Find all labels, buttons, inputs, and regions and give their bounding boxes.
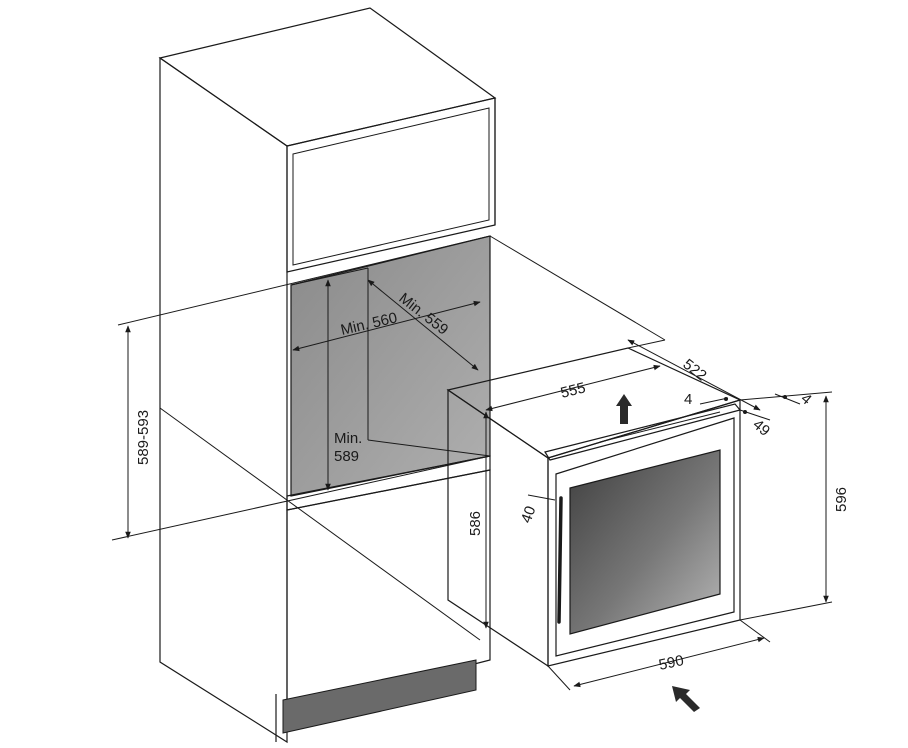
door-handle [557, 496, 563, 624]
door-glass [569, 449, 721, 635]
handle-offset-label: 40 [518, 504, 540, 525]
total-width-dim-line [573, 636, 765, 688]
total-height-label: 596 [833, 487, 850, 512]
niche-floor-edge [367, 439, 491, 457]
gap-right-label: 4 [797, 390, 814, 408]
wine-cooler-appliance [446, 347, 742, 668]
niche-opening [290, 235, 491, 497]
gap-left-label: 4 [684, 391, 692, 408]
depth-dim-line [627, 339, 761, 411]
control-strip [544, 403, 742, 461]
cabinet-top-face [158, 7, 497, 147]
niche-bottom-ref-line [111, 455, 491, 541]
handle-offset-dim-line [527, 494, 556, 501]
extension-line-top [489, 235, 666, 341]
floor-ref-line [159, 407, 481, 641]
niche-height-label: 589-593 [135, 410, 152, 465]
control-panel-line [599, 411, 721, 443]
arrow-up-icon [616, 394, 632, 424]
min-depth-dim-line [367, 279, 479, 371]
min-height-label-line1: Min. [334, 430, 362, 447]
cabinet-side-panel [159, 56, 288, 744]
lower-door-panel [286, 469, 491, 713]
total-width-label: 590 [657, 652, 685, 674]
width-ext-left [547, 665, 571, 691]
niche-dimension-lines [111, 235, 666, 641]
height-top-ref-line [739, 391, 833, 401]
upper-door-panel [286, 97, 496, 273]
niche-top-edge [290, 267, 369, 286]
width-ext-right [739, 619, 771, 643]
body-height-label: 586 [467, 511, 484, 536]
depth-ext-line [627, 339, 666, 349]
gap-right-dim-line [774, 393, 801, 405]
upper-door-inner [292, 107, 490, 266]
plinth [282, 659, 477, 734]
arrow-diagonal-icon [672, 686, 700, 712]
height-bottom-ref-line [739, 601, 833, 621]
niche-top-ref-line [117, 235, 491, 326]
appliance-dimension-lines [483, 339, 833, 691]
min-height-label-line2: 589 [334, 448, 359, 465]
depth-label: 522 [680, 356, 710, 385]
gap-left-dim-line [699, 397, 729, 405]
top-width-label: 555 [559, 379, 587, 402]
